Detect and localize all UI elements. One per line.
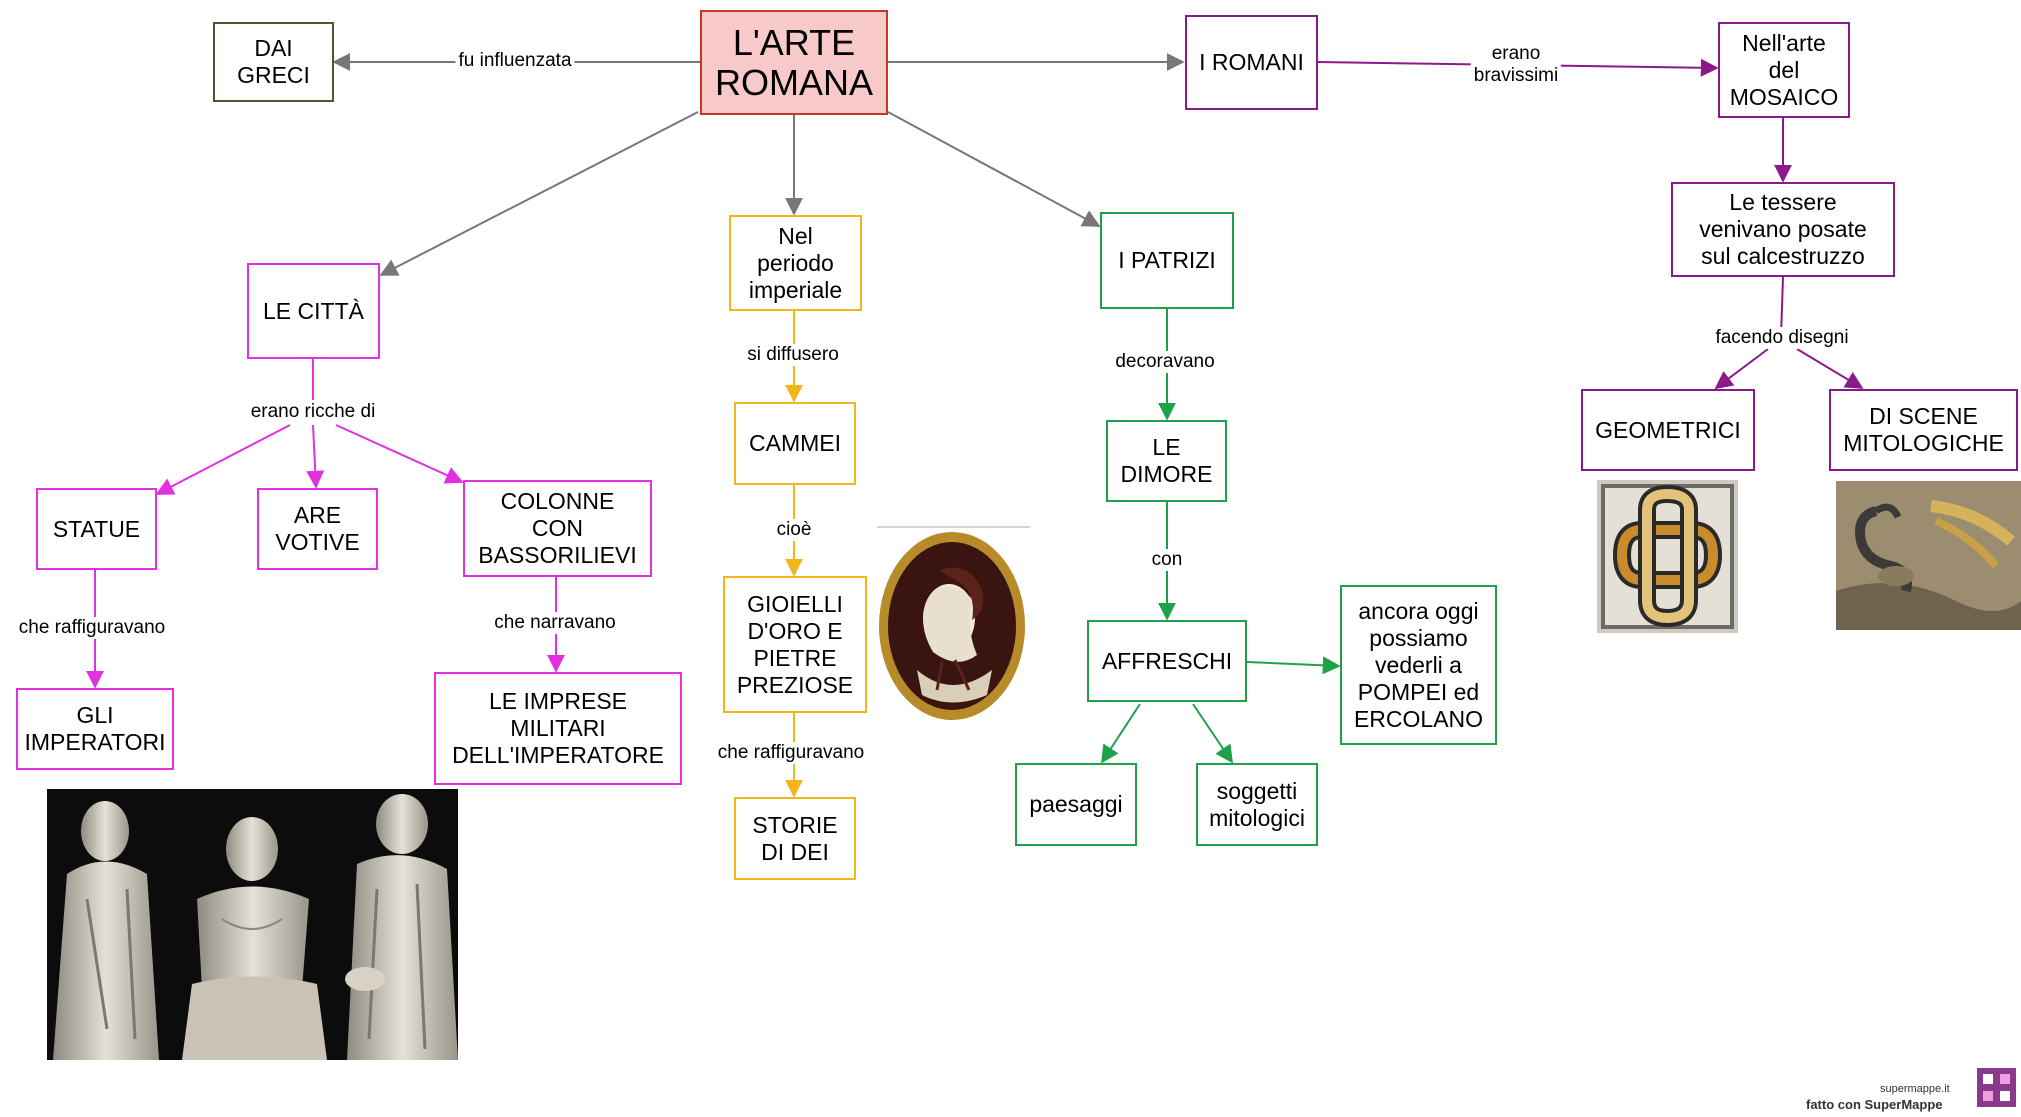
label-che-narravano: che narravano [491, 612, 619, 634]
supermappe-logo-icon[interactable] [1977, 1068, 2016, 1107]
edge-affreschi-paesaggi [1101, 703, 1141, 764]
node-storie-di-dei[interactable]: STORIE DI DEI [734, 797, 856, 880]
footer-site[interactable]: supermappe.it [1880, 1083, 1950, 1095]
edge-disegni-geometrici [1714, 348, 1769, 390]
label-cioe: cioè [773, 519, 815, 541]
edge-root-patrizi [887, 111, 1101, 227]
node-are-votive[interactable]: ARE VOTIVE [257, 488, 378, 570]
label-che-raffiguravano-gioielli: che raffiguravano [714, 742, 868, 764]
node-tessere[interactable]: Le tessere venivano posate sul calcestru… [1671, 182, 1895, 277]
edge-ricche-are [306, 424, 325, 489]
label-che-raffiguravano-statue: che raffiguravano [15, 617, 169, 639]
node-soggetti-mitologici[interactable]: soggetti mitologici [1196, 763, 1318, 846]
edge-ricche-statue [155, 424, 291, 495]
node-gioielli[interactable]: GIOIELLI D'ORO E PIETRE PREZIOSE [723, 576, 867, 713]
label-con: con [1148, 549, 1186, 571]
label-erano-bravissimi: erano bravissimi [1470, 43, 1562, 87]
node-imperatori[interactable]: GLI IMPERATORI [16, 688, 174, 770]
edge-ricche-colonne [335, 424, 464, 484]
node-le-citta[interactable]: LE CITTÀ [247, 263, 380, 359]
edge-affreschi-ancora [1246, 656, 1341, 675]
node-periodo-imperiale[interactable]: Nel periodo imperiale [729, 215, 862, 311]
node-le-dimore[interactable]: LE DIMORE [1106, 420, 1227, 502]
node-geometrici[interactable]: GEOMETRICI [1581, 389, 1755, 471]
node-scene-mitologiche[interactable]: DI SCENE MITOLOGICHE [1829, 389, 2018, 471]
label-decoravano: decoravano [1112, 351, 1218, 373]
cameo-photo [877, 530, 1027, 722]
node-ancora-oggi[interactable]: ancora oggi possiamo vederli a POMPEI ed… [1340, 585, 1497, 745]
label-erano-ricche-di: erano ricche di [247, 401, 379, 423]
node-mosaico[interactable]: Nell'arte del MOSAICO [1718, 22, 1850, 118]
node-i-patrizi[interactable]: I PATRIZI [1100, 212, 1234, 309]
node-paesaggi[interactable]: paesaggi [1015, 763, 1137, 846]
mythological-mosaic-photo [1836, 481, 2021, 630]
node-i-romani[interactable]: I ROMANI [1185, 15, 1318, 110]
node-statue[interactable]: STATUE [36, 488, 157, 570]
edge-disegni-scene [1796, 348, 1864, 389]
knot-mosaic-photo [1597, 480, 1738, 633]
node-cammei[interactable]: CAMMEI [734, 402, 856, 485]
label-facendo-disegni: facendo disegni [1712, 327, 1852, 349]
label-fu-influenzata: fu influenzata [455, 50, 575, 72]
label-si-diffusero: si diffusero [744, 344, 842, 366]
node-affreschi[interactable]: AFFRESCHI [1087, 620, 1247, 702]
footer-made-with: fatto con SuperMappe [1806, 1097, 1943, 1112]
node-imprese[interactable]: LE IMPRESE MILITARI DELL'IMPERATORE [434, 672, 682, 785]
statues-photo [47, 789, 458, 1060]
edge-affreschi-soggetti [1192, 703, 1234, 764]
node-root[interactable]: L'ARTE ROMANA [700, 10, 888, 115]
node-colonne[interactable]: COLONNE CON BASSORILIEVI [463, 480, 652, 577]
node-dai-greci[interactable]: DAI GRECI [213, 22, 334, 102]
edge-root-citta [379, 111, 699, 276]
